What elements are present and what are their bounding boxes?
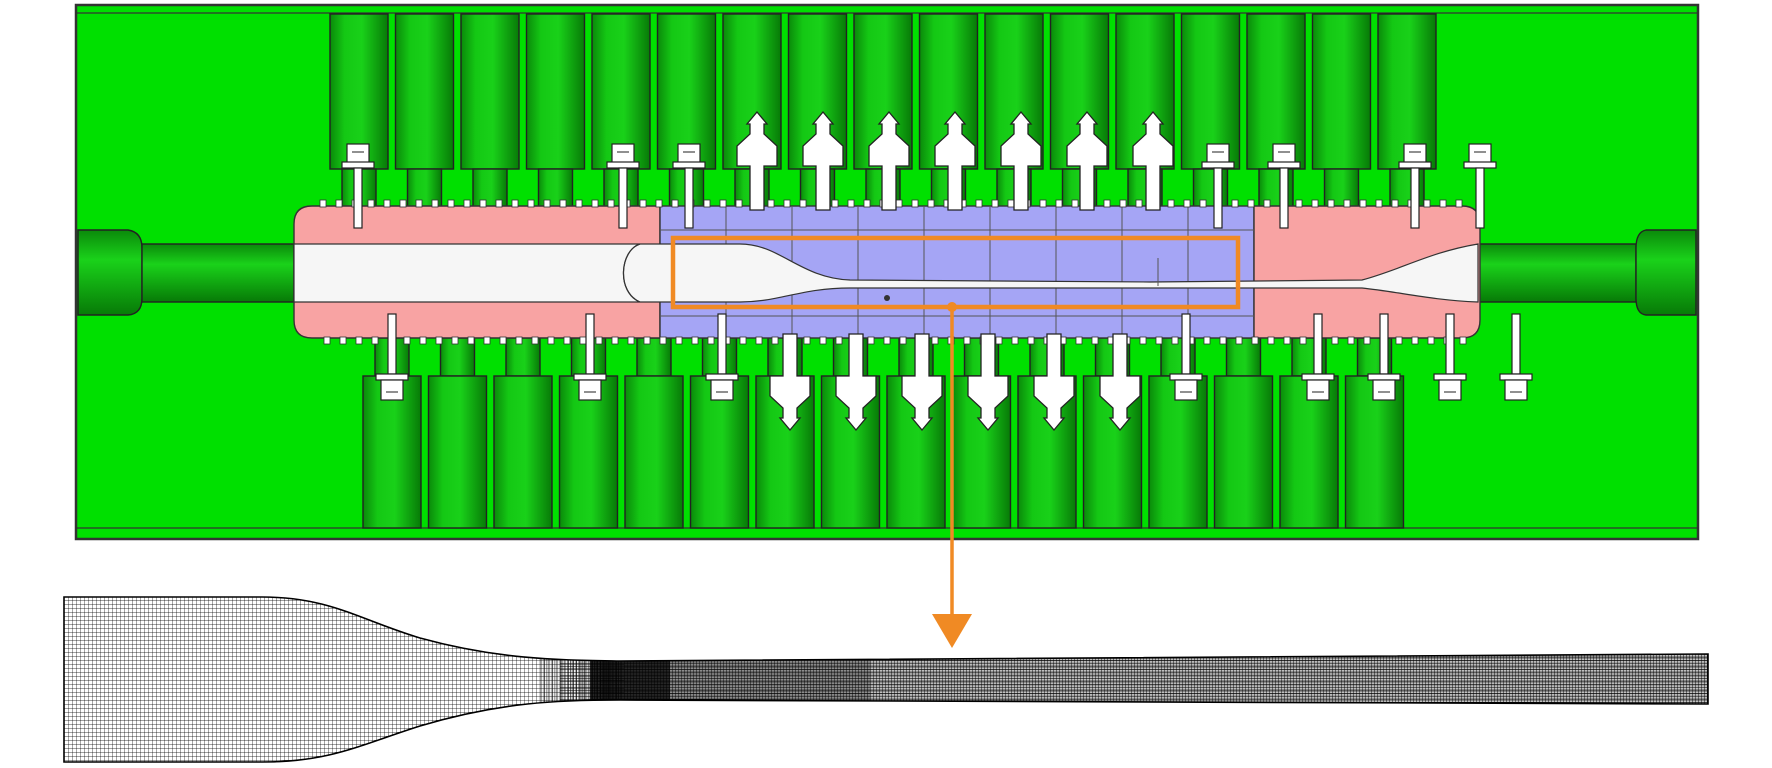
bolt-icon — [705, 313, 739, 401]
bolt-icon — [341, 143, 375, 229]
die-edge-ribs — [319, 199, 1467, 345]
cylinder-icon — [362, 337, 422, 529]
arrow-pin-icon — [1033, 333, 1075, 432]
right-end-rod — [1477, 229, 1697, 316]
bolt-icon — [1463, 143, 1497, 229]
cylinder-icon — [689, 337, 750, 529]
cylinder-icon — [1246, 13, 1306, 208]
bolt-icon — [1169, 313, 1203, 401]
cylinder-icon — [525, 13, 586, 208]
arrow-pin-icon — [1099, 333, 1141, 432]
lower-bolts — [375, 313, 1533, 401]
bolt-icon — [1267, 143, 1301, 229]
arrow-pin-icon — [769, 333, 811, 432]
cylinder-icon — [558, 337, 619, 529]
upper-bolts — [341, 143, 1497, 229]
arrow-pin-icon — [736, 110, 778, 211]
middle-section-grid — [660, 206, 1254, 338]
bolt-icon — [1433, 313, 1467, 401]
hollow-channel-mesh — [63, 596, 1709, 763]
cylinder-icon — [1180, 13, 1241, 208]
arrow-pin-icon — [934, 110, 976, 211]
left-end-rod — [77, 229, 295, 316]
bolt-icon — [1367, 313, 1401, 401]
arrow-pin-icon — [802, 110, 844, 211]
cylinder-icon — [427, 337, 488, 529]
arrow-pin-icon — [1132, 110, 1174, 211]
upper-pressure-pins — [736, 110, 1174, 211]
callout-arrow — [932, 302, 972, 648]
bolt-icon — [573, 313, 607, 401]
arrow-pin-icon — [835, 333, 877, 432]
bolt-icon — [1301, 313, 1335, 401]
cylinder-icon — [1344, 337, 1405, 529]
tool-assembly — [74, 3, 1700, 541]
arrow-pin-icon — [1000, 110, 1042, 211]
channel-marker — [884, 295, 890, 301]
bolt-icon — [606, 143, 640, 229]
bolt-icon — [375, 313, 409, 401]
lower-pressure-pins — [769, 333, 1141, 432]
cylinder-icon — [394, 13, 455, 208]
cylinder-icon — [1311, 13, 1372, 208]
arrow-pin-icon — [1066, 110, 1108, 211]
bolt-icon — [1499, 313, 1533, 401]
arrow-pin-icon — [868, 110, 910, 211]
arrow-pin-icon — [967, 333, 1009, 432]
bolt-icon — [672, 143, 706, 229]
die-body — [293, 205, 1481, 339]
bolt-icon — [1201, 143, 1235, 229]
arrowhead-icon — [932, 614, 972, 648]
cylinder-icon — [460, 13, 520, 208]
arrow-pin-icon — [901, 333, 943, 432]
bolt-icon — [1398, 143, 1432, 229]
